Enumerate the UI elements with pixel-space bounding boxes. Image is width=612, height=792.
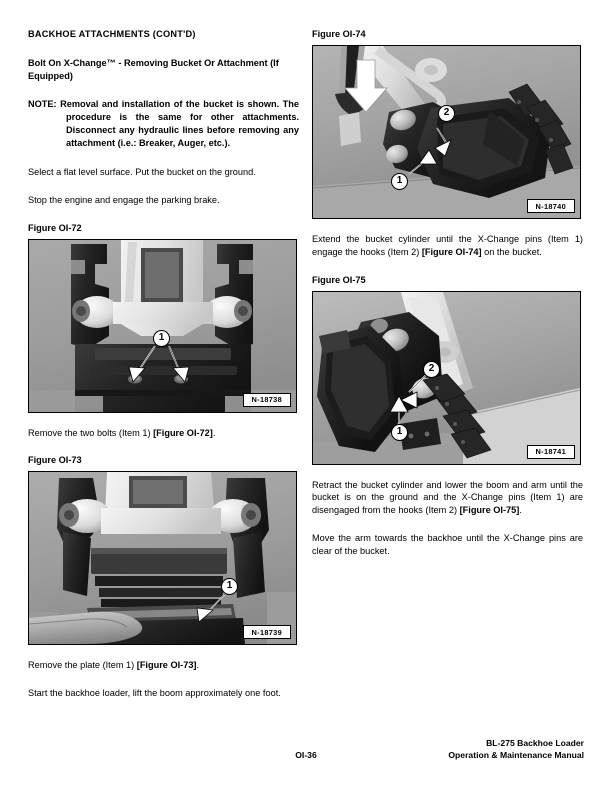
footer-manual-title: BL-275 Backhoe Loader Operation & Mainte…	[448, 738, 584, 761]
leader-lines-outline	[138, 345, 180, 370]
subsection-title: Bolt On X-Change™ - Removing Bucket Or A…	[28, 58, 279, 81]
paragraph-select-surface: Select a flat level surface. Put the buc…	[28, 167, 256, 177]
paragraph-remove-plate: Remove the plate (Item 1) [Figure OI-73]…	[28, 659, 299, 672]
plate-removal-photo	[29, 472, 296, 645]
callout-marker-2: 2	[423, 360, 440, 378]
paragraph-extend-cylinder: Extend the bucket cylinder until the X-C…	[312, 233, 583, 259]
right-column: Figure OI-74	[312, 28, 583, 572]
bucket-engage-photo	[313, 46, 580, 218]
figure-id-tag: N-18739	[242, 625, 291, 640]
note-label: NOTE:	[28, 99, 57, 109]
figure-caption-oi-74: Figure OI-74	[312, 29, 366, 39]
figure-oi-72: 1 N-18738	[28, 238, 297, 413]
paragraph-extend-cylinder-text: Extend the bucket cylinder until the X-C…	[312, 234, 583, 257]
callout-marker-1: 1	[153, 329, 170, 347]
paragraph-stop-engine: Stop the engine and engage the parking b…	[28, 194, 220, 205]
left-column: BACKHOE ATTACHMENTS (CONT'D) Bolt On X-C…	[28, 28, 299, 714]
figure-id-tag: N-18738	[242, 392, 291, 407]
callout-marker-1: 1	[221, 578, 238, 596]
figure-reference-oi-74: [Figure OI-74]	[421, 246, 482, 257]
figure-oi-74: 2 1 N-18740	[312, 45, 581, 219]
figure-oi-73-photo	[29, 472, 296, 645]
note-block: NOTE: Removal and installation of the bu…	[28, 98, 299, 150]
bucket-disengage-photo	[313, 291, 580, 464]
paragraph-remove-bolts-text: Remove the two bolts (Item 1)	[28, 427, 154, 438]
figure-reference-oi-73: [Figure OI-73]	[136, 660, 197, 671]
figure-reference-oi-75: [Figure OI-75]	[459, 505, 520, 516]
callout-marker-2: 2	[438, 105, 455, 122]
figure-caption-oi-73: Figure OI-73	[28, 455, 82, 466]
paragraph-remove-bolts: Remove the two bolts (Item 1) [Figure OI…	[28, 427, 299, 440]
figure-oi-73: 1 N-18739	[28, 471, 297, 646]
backhoe-mount-photo	[29, 239, 296, 412]
figure-oi-74-photo	[313, 46, 580, 218]
paragraph-move-arm: Move the arm towards the backhoe until t…	[312, 532, 583, 556]
figure-id-tag: N-18740	[526, 199, 575, 213]
paragraph-retract-cylinder: Retract the bucket cylinder and lower th…	[312, 479, 583, 517]
paragraph-remove-plate-end: .	[196, 660, 200, 671]
paragraph-retract-cylinder-end: .	[519, 505, 522, 516]
paragraph-retract-cylinder-text: Retract the bucket cylinder and lower th…	[312, 479, 583, 516]
paragraph-start-loader: Start the backhoe loader, lift the boom …	[28, 688, 281, 699]
figure-reference-oi-72: [Figure OI-72]	[153, 427, 213, 438]
figure-oi-75-photo	[313, 291, 580, 464]
paragraph-extend-cylinder-end: on the bucket.	[481, 246, 542, 257]
note-text: Removal and installation of the bucket i…	[60, 99, 299, 148]
callout-marker-1: 1	[391, 423, 408, 441]
paragraph-remove-bolts-end: .	[212, 427, 216, 438]
figure-caption-oi-72: Figure OI-72	[28, 222, 82, 233]
page-title: BACKHOE ATTACHMENTS (CONT'D)	[28, 29, 196, 39]
figure-id-tag: N-18741	[526, 444, 575, 459]
page-footer: BL-275 Backhoe Loader Operation & Mainte…	[28, 738, 584, 766]
figure-oi-72-photo	[29, 239, 296, 412]
figure-oi-75: 2 1 N-18741	[312, 290, 581, 465]
direction-arrow-icon	[344, 59, 388, 113]
footer-model-line: BL-275 Backhoe Loader	[486, 738, 584, 748]
figure-caption-oi-75: Figure OI-75	[312, 274, 366, 285]
footer-manual-line: Operation & Maintenance Manual	[448, 749, 584, 760]
callout-marker-1: 1	[391, 173, 408, 190]
paragraph-remove-plate-text: Remove the plate (Item 1)	[28, 660, 137, 671]
footer-page-number: OI-36	[295, 750, 317, 760]
